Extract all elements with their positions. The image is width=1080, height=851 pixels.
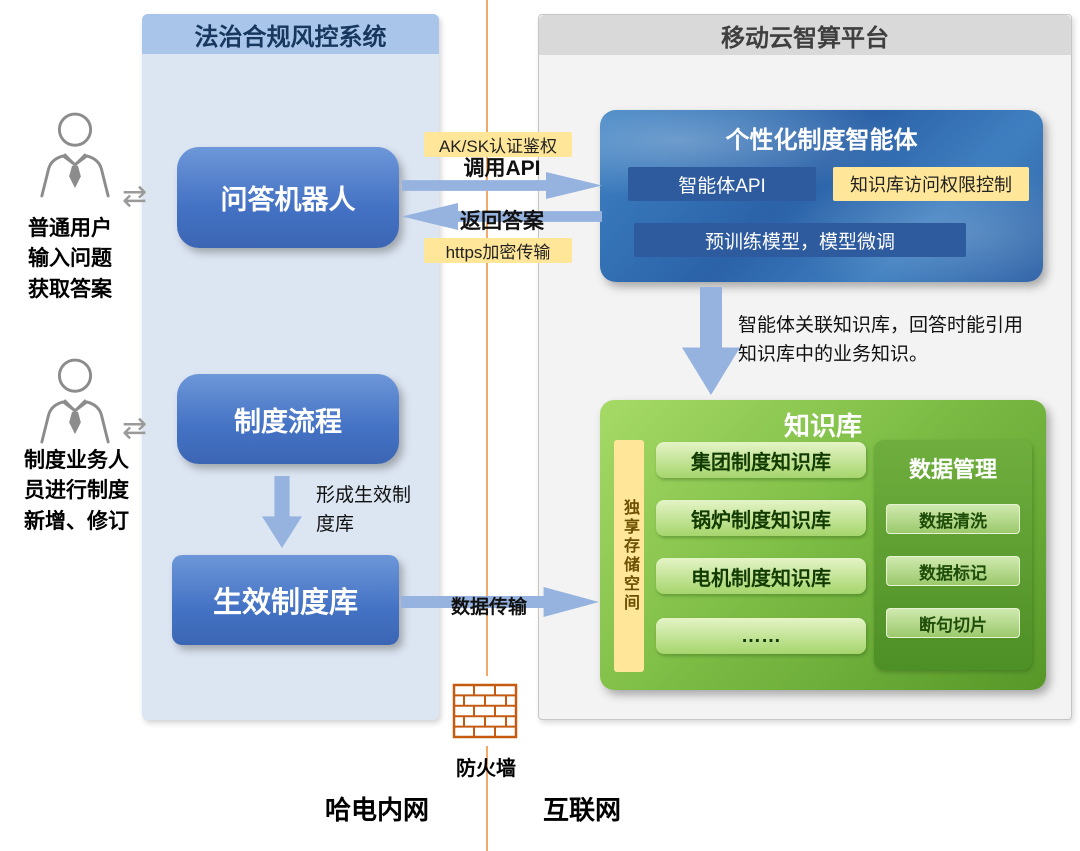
user-caption-line: 输入问题 — [28, 247, 112, 271]
call-api-label: 调用API — [463, 157, 541, 180]
return-answer-label: 返回答案 — [460, 210, 544, 233]
kb-item-row: …… — [656, 618, 866, 654]
agent-title: 个性化制度智能体 — [725, 127, 918, 154]
swap-arrows-icon: ⇄ — [122, 180, 148, 213]
dm-item: 断句切片 — [886, 608, 1020, 638]
kb-item-row: 电机制度知识库 — [656, 558, 866, 594]
swap-arrows-icon: ⇄ — [122, 412, 148, 445]
https-encrypt-tag: https加密传输 — [424, 238, 572, 263]
agent-kb-note-line: 知识库中的业务知识。 — [738, 343, 929, 365]
right-panel-title: 移动云智算平台 — [539, 15, 1071, 55]
effective-library-label: 生效制度库 — [212, 587, 358, 619]
dm-item: 数据标记 — [886, 556, 1020, 586]
network-boundary-line — [486, 0, 488, 851]
intranet-zone-label: 哈电内网 — [325, 795, 430, 825]
process-flow-node: 制度流程 — [177, 374, 399, 464]
user-person-icon — [40, 112, 110, 198]
user-caption: 普通用户 输入问题 获取答案 — [28, 214, 148, 305]
staff-caption-line: 员进行制度 — [24, 479, 129, 503]
user-caption-line: 普通用户 — [28, 217, 112, 240]
staff-caption-line: 制度业务人 — [24, 449, 129, 472]
agent-kb-note: 智能体关联知识库，回答时能引用 知识库中的业务知识。 — [738, 312, 1068, 369]
form-library-note: 形成生效制度库 — [316, 485, 412, 535]
kb-storage-strip: 独享存储空间 — [614, 440, 644, 672]
left-panel-title: 法治合规风控系统 — [142, 14, 439, 54]
staff-caption-line: 新增、修订 — [24, 509, 129, 533]
process-flow-label: 制度流程 — [234, 406, 342, 437]
kb-item-row: 集团制度知识库 — [656, 442, 866, 478]
internet-zone-label: 互联网 — [543, 795, 622, 825]
kb-title: 知识库 — [783, 411, 862, 441]
knowledge-base-box: 知识库 独享存储空间 集团制度知识库 锅炉制度知识库 电机制度知识库 …… 数据… — [600, 400, 1046, 690]
staff-caption: 制度业务人 员进行制度 新增、修订 — [24, 446, 154, 537]
qa-bot-label: 问答机器人 — [220, 185, 356, 215]
data-transfer-label: 数据传输 — [450, 597, 527, 618]
agent-model-box: 预训练模型，模型微调 — [634, 223, 966, 257]
dm-item: 数据清洗 — [886, 504, 1020, 534]
firewall-icon — [451, 676, 521, 746]
qa-bot-node: 问答机器人 — [177, 147, 399, 248]
user-caption-line: 获取答案 — [28, 277, 112, 301]
dm-title: 数据管理 — [908, 457, 997, 482]
aksk-auth-tag: AK/SK认证鉴权 — [424, 132, 572, 157]
agent-box: 个性化制度智能体 智能体API 知识库访问权限控制 预训练模型，模型微调 — [600, 110, 1043, 282]
agent-kb-note-line: 智能体关联知识库，回答时能引用 — [738, 315, 1024, 336]
agent-access-control-box: 知识库访问权限控制 — [833, 167, 1029, 201]
data-management-box: 数据管理 数据清洗 数据标记 断句切片 — [874, 440, 1032, 670]
agent-api-box: 智能体API — [628, 167, 816, 201]
firewall-label: 防火墙 — [456, 758, 516, 780]
staff-person-icon — [40, 358, 110, 444]
effective-library-node: 生效制度库 — [172, 555, 399, 645]
kb-item-row: 锅炉制度知识库 — [656, 500, 866, 536]
